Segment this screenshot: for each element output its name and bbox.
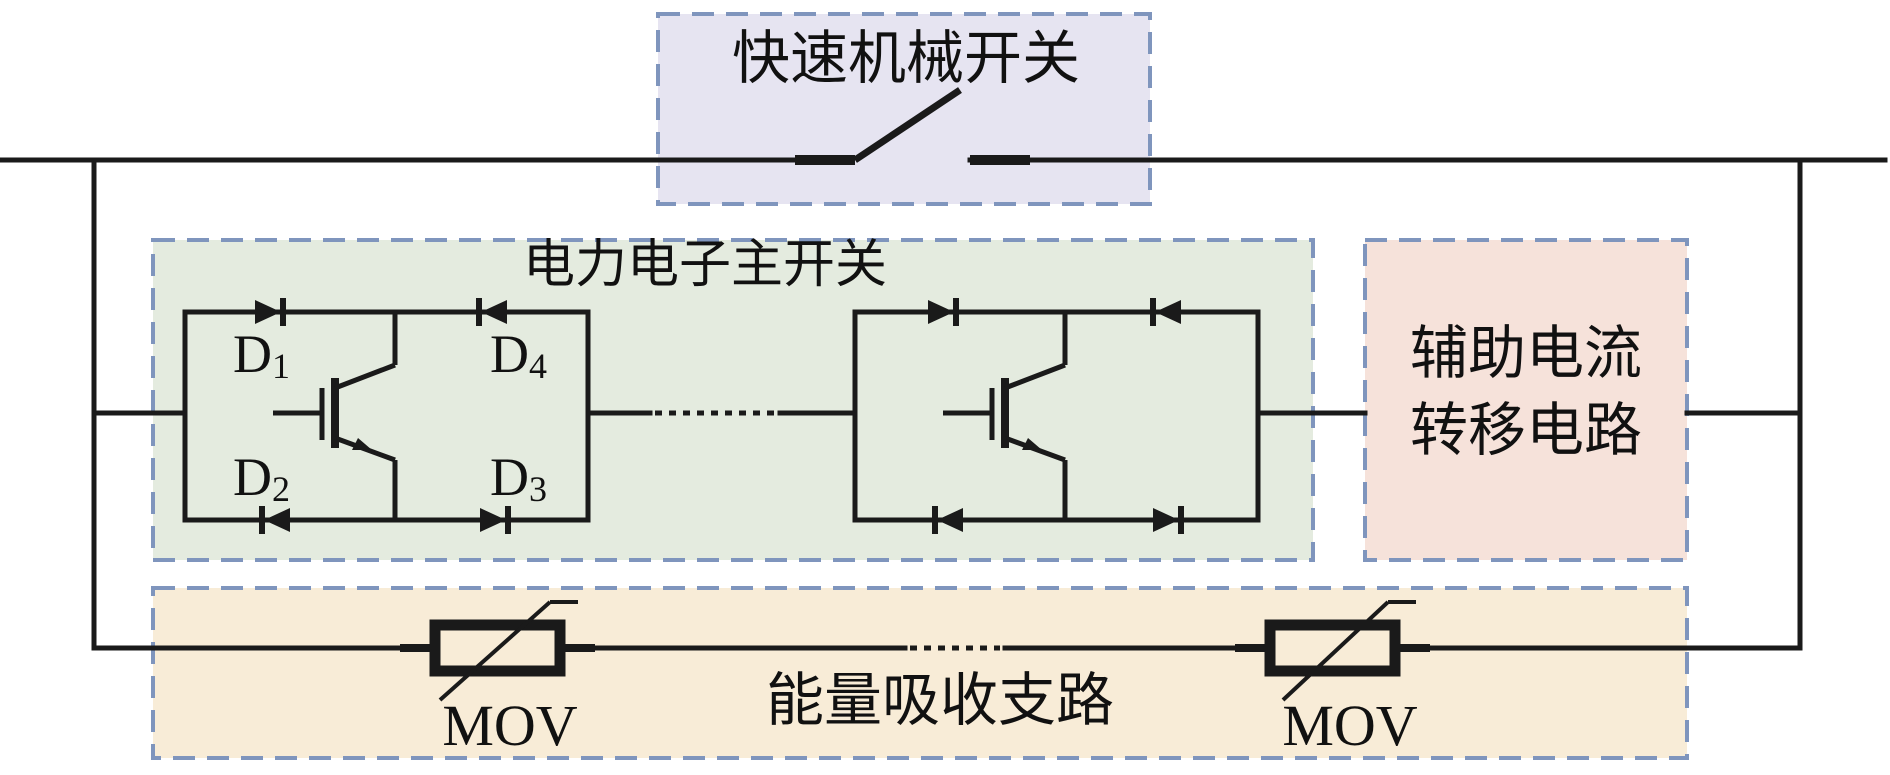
mov-right-symbol xyxy=(1235,600,1430,702)
diode-right-bottom-left xyxy=(932,506,963,534)
energy-absorption-box xyxy=(151,586,1689,760)
cell-frame xyxy=(182,309,591,523)
wiring xyxy=(0,157,1888,651)
d4-label: D4 xyxy=(490,324,547,386)
mov-right-label: MOV xyxy=(1282,693,1417,758)
igbt-emitter-arrow xyxy=(352,438,372,450)
diode-d4 xyxy=(476,298,507,326)
diode-right-top-right xyxy=(1150,298,1181,326)
diode-d1 xyxy=(255,298,286,326)
switch-blade xyxy=(853,87,962,163)
diode-right-top-left xyxy=(928,298,959,326)
igbt-emitter-arrow-right xyxy=(1022,438,1042,450)
aux-label-line1: 辅助电流 xyxy=(1410,319,1642,387)
diode-d2 xyxy=(259,506,290,534)
pe-main-switch-box xyxy=(151,238,1315,562)
energy-branch-label: 能量吸收支路 xyxy=(766,666,1114,734)
mechanical-switch-box xyxy=(656,12,1152,206)
aux-label-line2: 转移电路 xyxy=(1410,396,1642,464)
mechanical-switch-symbol xyxy=(795,87,1030,165)
cell-frame-right xyxy=(852,309,1261,523)
mov-left-symbol xyxy=(400,600,595,702)
mov-left-label: MOV xyxy=(442,693,577,758)
bridge-cell-left xyxy=(182,309,591,523)
d1-label: D1 xyxy=(233,324,290,386)
d2-label: D2 xyxy=(233,447,290,509)
diode-right-bottom-right xyxy=(1153,506,1184,534)
pe-main-switch-label: 电力电子主开关 xyxy=(523,235,887,295)
bridge-cell-right xyxy=(852,309,1261,523)
diode-d3 xyxy=(480,506,511,534)
igbt-collector xyxy=(334,362,396,391)
mechanical-switch-label: 快速机械开关 xyxy=(732,24,1080,92)
d3-label: D3 xyxy=(490,447,547,509)
aux-current-transfer-box xyxy=(1363,238,1689,562)
